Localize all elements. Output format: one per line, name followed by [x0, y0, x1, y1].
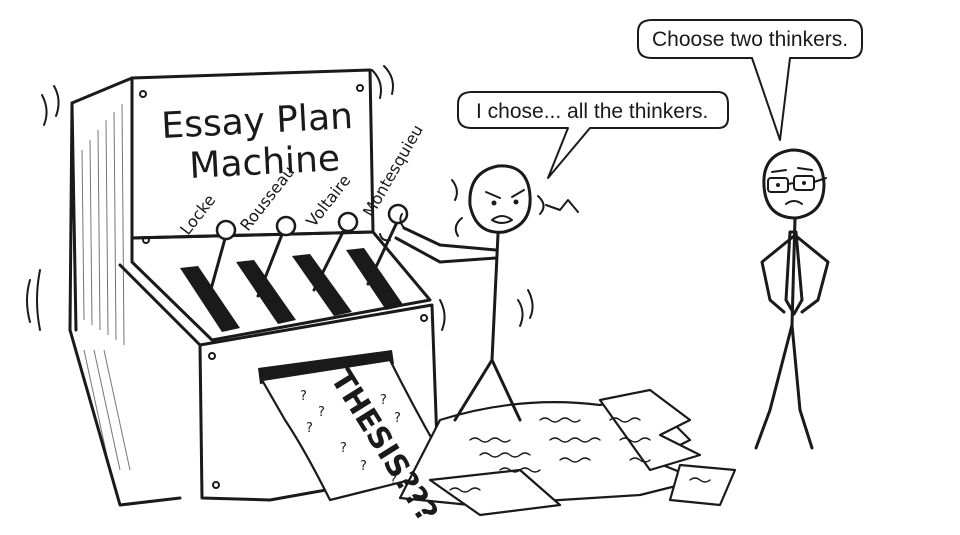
question-mark: ? [390, 473, 397, 488]
lever-slot [180, 266, 240, 332]
lever-locke[interactable] [206, 219, 237, 302]
machine-side-shading [81, 103, 131, 471]
student-leg-right [490, 358, 522, 422]
student-speech-text: I chose... all the thinkers. [476, 100, 708, 123]
tie-icon [784, 230, 804, 316]
lever-slot [292, 254, 352, 316]
glasses-icon [767, 175, 827, 193]
rivet-icon [139, 90, 147, 98]
question-mark: ? [340, 441, 347, 456]
lever-rousseau[interactable] [256, 215, 297, 298]
question-mark: ? [306, 421, 313, 436]
teacher-mouth [785, 200, 803, 205]
lever-slot [346, 248, 404, 310]
teacher-arm-left [760, 234, 796, 314]
student-leg-left [453, 358, 494, 422]
machine-title-line2: Machine [188, 138, 341, 187]
rivet-icon [212, 481, 220, 489]
speech-bubble-teacher: Choose two thinkers. [637, 19, 863, 141]
student-figure [379, 164, 579, 422]
student-head [468, 164, 532, 234]
teacher-speech-text: Choose two thinkers. [652, 28, 848, 51]
question-mark: ? [380, 393, 387, 408]
teacher-head [762, 148, 826, 220]
rivet-icon [420, 314, 428, 322]
question-mark: ? [318, 405, 325, 420]
lever-montesquieu[interactable] [366, 203, 409, 286]
teacher-arm-right [794, 234, 830, 314]
teacher-leg-right [790, 323, 814, 450]
student-arm-right [394, 236, 498, 264]
teacher-leg-left [754, 323, 794, 450]
rivet-icon [208, 352, 216, 360]
machine-side-panel [68, 76, 182, 507]
student-arm-left [402, 226, 498, 252]
student-body [490, 232, 500, 362]
question-mark: ? [360, 459, 367, 474]
teacher-figure [754, 148, 830, 450]
machine-title-line1: Essay Plan [160, 96, 354, 147]
rivet-icon [356, 84, 364, 92]
paper-scribbles [449, 417, 711, 493]
lever-voltaire[interactable] [312, 211, 359, 292]
motion-lines [26, 65, 446, 331]
student-mouth [491, 215, 513, 224]
essay-plan-machine: Essay Plan Machine Locke Rousseau Voltai… [26, 65, 446, 507]
speech-bubble-student: I chose... all the thinkers. [457, 91, 729, 179]
paper-output: THESIS??? ? ? ? ? ? ? ? ? [260, 358, 737, 529]
lever-label-locke: Locke [176, 191, 219, 239]
question-mark: ? [394, 411, 401, 426]
machine-lever-deck [130, 230, 432, 342]
lever-slot [236, 260, 296, 324]
question-mark: ? [300, 389, 307, 404]
